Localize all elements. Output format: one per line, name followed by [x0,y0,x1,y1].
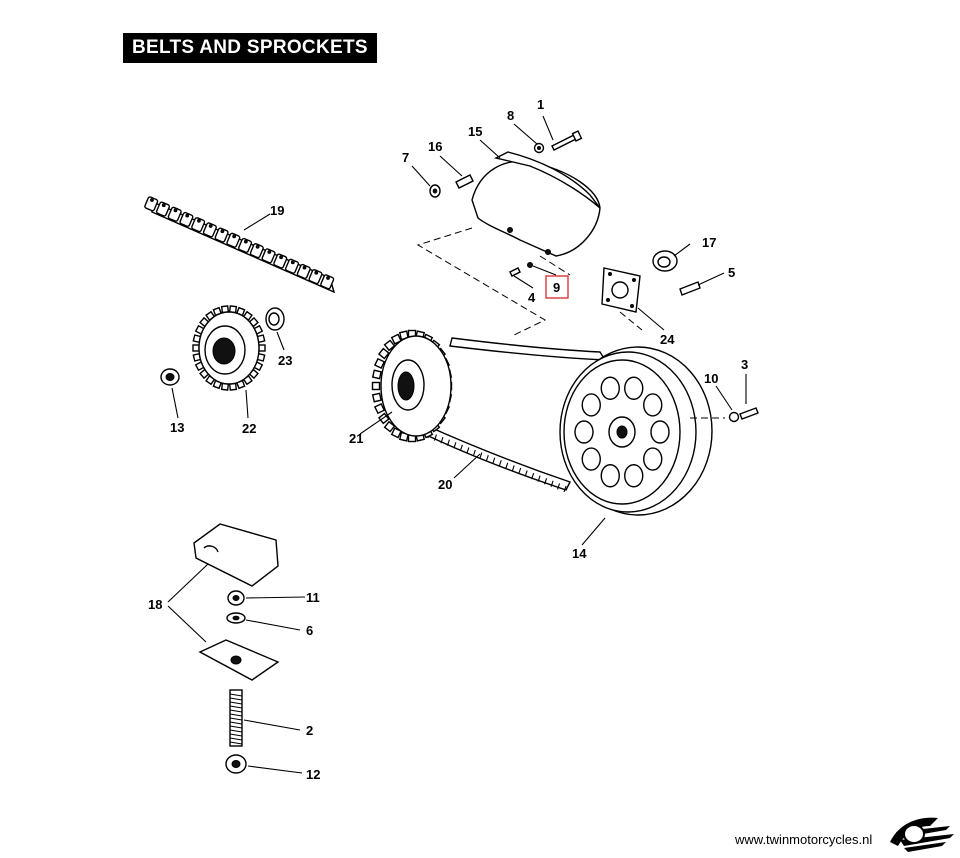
rear-belt-sprocket-14 [559,346,713,516]
spacer-23 [265,307,285,331]
bolt-3 [739,407,759,420]
alignment-lines [416,227,725,419]
stud-2 [229,689,243,747]
nut-13 [160,368,180,386]
callout-4: 4 [528,290,536,305]
compensating-sprocket-22 [192,305,266,391]
callout-23: 23 [278,353,292,368]
screw-5 [679,281,701,296]
callout-1: 1 [537,97,544,112]
callout-11: 11 [306,590,320,605]
lock-plate-24 [601,267,641,313]
washer-6 [226,612,246,624]
nut-12 [225,754,247,774]
washer-9 [527,262,533,268]
washer-8 [533,142,545,154]
mounting-bracket-18-lower [198,639,280,681]
seal-17 [652,250,678,272]
callout-14: 14 [572,546,587,561]
washer-7 [429,184,441,198]
callout-3: 3 [741,357,748,372]
callout-22: 22 [242,421,256,436]
callout-6: 6 [306,623,313,638]
winged-logo-icon [890,817,954,852]
callout-17: 17 [702,235,716,250]
transmission-sprocket-21 [371,329,453,443]
callout-2: 2 [306,723,313,738]
callout-10: 10 [704,371,718,386]
callout-8: 8 [507,108,514,123]
callout-labels: 1 2 3 4 5 6 7 8 9 10 11 12 13 14 15 16 1… [148,97,748,782]
callout-18: 18 [148,597,162,612]
callout-9-highlight [545,275,569,299]
callout-16: 16 [428,139,442,154]
washer-10 [728,411,740,423]
callout-5: 5 [728,265,735,280]
callout-13: 13 [170,420,184,435]
belt-guard-15 [471,151,601,257]
callout-21: 21 [349,431,363,446]
nut-11 [227,590,245,606]
page-title: BELTS AND SPROCKETS [123,33,377,63]
screw-4 [509,267,521,277]
callout-15: 15 [468,124,482,139]
dowel-pin-16 [455,174,474,189]
website-footer: www.twinmotorcycles.nl [735,832,873,847]
callout-20: 20 [438,477,452,492]
callout-19: 19 [270,203,284,218]
callout-24: 24 [660,332,675,347]
mounting-bracket-18-upper [193,523,279,587]
leader-lines [167,115,747,774]
callout-9: 9 [553,280,560,295]
callout-12: 12 [306,767,320,782]
bolt-1 [551,130,583,151]
drive-chain-19 [144,196,336,294]
callout-7: 7 [402,150,409,165]
